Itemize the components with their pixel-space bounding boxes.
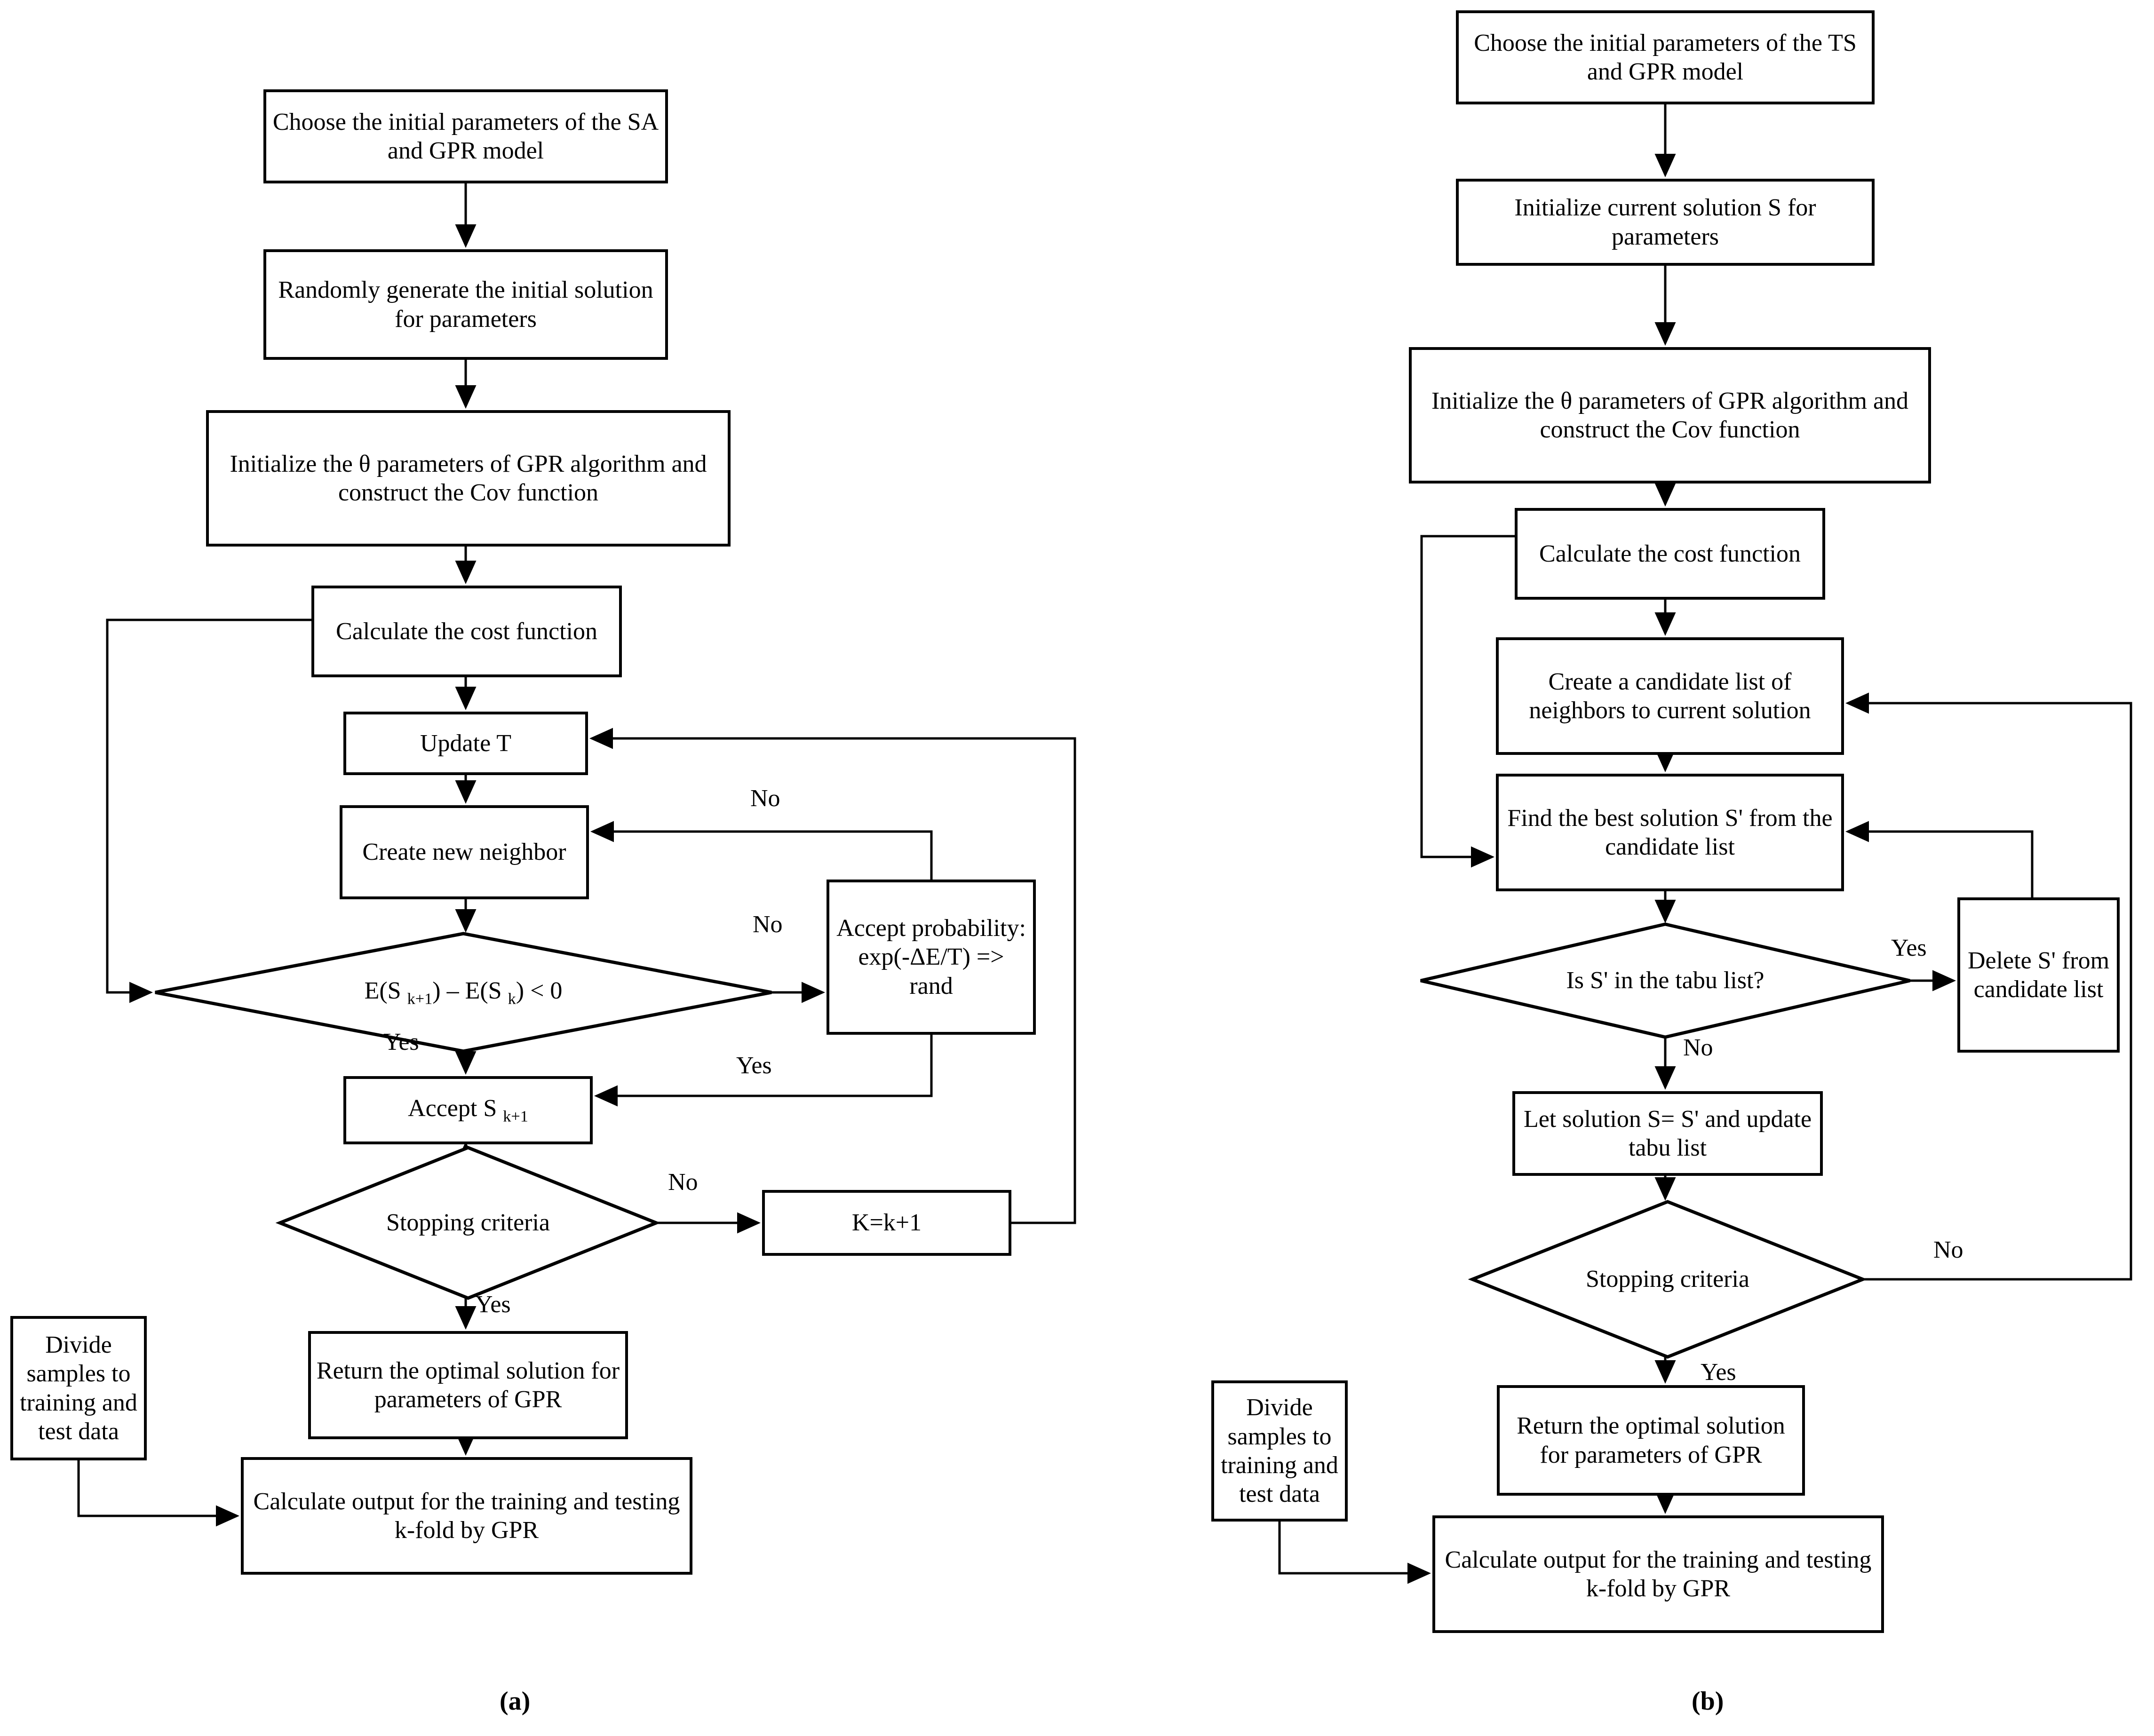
decision-shape-a10 [275,1146,661,1300]
edge-label-yes-stopping-b: Yes [1701,1359,1736,1386]
decision-shape-b10 [1468,1200,1868,1359]
edge-label-yes-stopping-a: Yes [475,1291,511,1318]
node-divide-samples-b[interactable]: Divide samples to training and test data [1211,1380,1348,1522]
node-label: Initialize current solution S for parame… [1514,194,1816,250]
node-label: Calculate the cost function [336,618,597,645]
edge-label-no-stopping-b: No [1933,1237,1963,1263]
caption-a: (a) [500,1687,531,1716]
node-calculate-output-a[interactable]: Calculate output for the training and te… [241,1457,692,1575]
node-initialize-theta-params-a[interactable]: Initialize the θ parameters of GPR algor… [206,410,731,547]
node-calculate-cost-function-a[interactable]: Calculate the cost function [311,586,622,677]
node-label: Return the optimal solution for paramete… [316,1357,620,1413]
node-label: Accept probability: exp(-ΔE/T) => rand [836,914,1026,999]
node-return-optimal-solution-b[interactable]: Return the optimal solution for paramete… [1497,1385,1805,1496]
edge-label-yes-accept-prob: Yes [736,1052,772,1079]
caption-b: (b) [1692,1687,1724,1716]
decision-shape-a7 [155,932,772,1053]
node-let-solution-s[interactable]: Let solution S= S' and update tabu list [1512,1091,1823,1176]
node-k-increment[interactable]: K=k+1 [762,1190,1011,1256]
node-calculate-cost-function-b[interactable]: Calculate the cost function [1515,508,1825,600]
node-label: Accept S k+1 [408,1095,528,1126]
node-delete-s-prime[interactable]: Delete S' from candidate list [1957,897,2120,1053]
node-create-new-neighbor[interactable]: Create new neighbor [340,805,589,899]
decision-tabu-list[interactable]: Is S' in the tabu list? [1421,924,1910,1037]
node-return-optimal-solution-a[interactable]: Return the optimal solution for paramete… [308,1331,628,1439]
node-label: Divide samples to training and test data [1221,1394,1338,1508]
node-initialize-theta-params-b[interactable]: Initialize the θ parameters of GPR algor… [1409,347,1931,484]
node-choose-initial-params-ts[interactable]: Choose the initial parameters of the TS … [1456,10,1875,104]
node-label: Return the optimal solution for paramete… [1517,1412,1785,1468]
node-label: Create new neighbor [362,839,566,866]
node-label: Let solution S= S' and update tabu list [1523,1105,1812,1161]
decision-label: Is S' in the tabu list? [1566,967,1765,994]
edge-label-no-energy: No [753,911,783,938]
node-label: Divide samples to training and test data [20,1331,137,1445]
edge-label-no-tabu: No [1683,1034,1713,1061]
node-label: Find the best solution S' from the candi… [1507,804,1833,860]
edge-label-no-stopping-a: No [668,1169,698,1196]
decision-label: E(S k+1) – E(S k) < 0 [364,977,563,1008]
edge-label-no-neighbor: No [750,785,780,812]
decision-shape-b7 [1420,922,1910,1039]
node-label: Choose the initial parameters of the SA … [272,108,659,164]
node-label: Initialize the θ parameters of GPR algor… [1431,387,1909,443]
node-divide-samples-a[interactable]: Divide samples to training and test data [10,1316,147,1460]
node-label: Create a candidate list of neighbors to … [1529,668,1811,724]
node-label: Initialize the θ parameters of GPR algor… [230,450,707,506]
node-update-t[interactable]: Update T [343,712,588,775]
node-label: Calculate the cost function [1539,540,1801,567]
decision-energy-delta[interactable]: E(S k+1) – E(S k) < 0 [155,934,771,1051]
node-label: Choose the initial parameters of the TS … [1474,29,1857,85]
decision-label: Stopping criteria [386,1209,550,1237]
decision-stopping-criteria-a[interactable]: Stopping criteria [280,1148,656,1298]
node-initialize-current-solution[interactable]: Initialize current solution S for parame… [1456,179,1875,266]
node-create-candidate-list[interactable]: Create a candidate list of neighbors to … [1496,637,1844,755]
node-label: Update T [420,729,511,757]
node-label: Calculate output for the training and te… [1445,1546,1872,1602]
node-accept-probability[interactable]: Accept probability: exp(-ΔE/T) => rand [827,880,1036,1035]
node-label: Calculate output for the training and te… [253,1488,680,1544]
node-label: Randomly generate the initial solution f… [278,277,653,333]
edge-label-yes-energy: Yes [383,1029,419,1055]
node-find-best-solution[interactable]: Find the best solution S' from the candi… [1496,774,1844,891]
node-accept-s-k-plus-1[interactable]: Accept S k+1 [343,1076,593,1144]
node-choose-initial-params-sa[interactable]: Choose the initial parameters of the SA … [263,89,668,183]
node-randomly-generate-initial-solution[interactable]: Randomly generate the initial solution f… [263,249,668,360]
edge-label-yes-tabu: Yes [1891,935,1927,961]
node-label: Delete S' from candidate list [1967,947,2110,1003]
node-calculate-output-b[interactable]: Calculate output for the training and te… [1432,1515,1884,1633]
node-label: K=k+1 [851,1209,922,1237]
decision-stopping-criteria-b[interactable]: Stopping criteria [1472,1202,1863,1357]
decision-label: Stopping criteria [1585,1266,1750,1293]
